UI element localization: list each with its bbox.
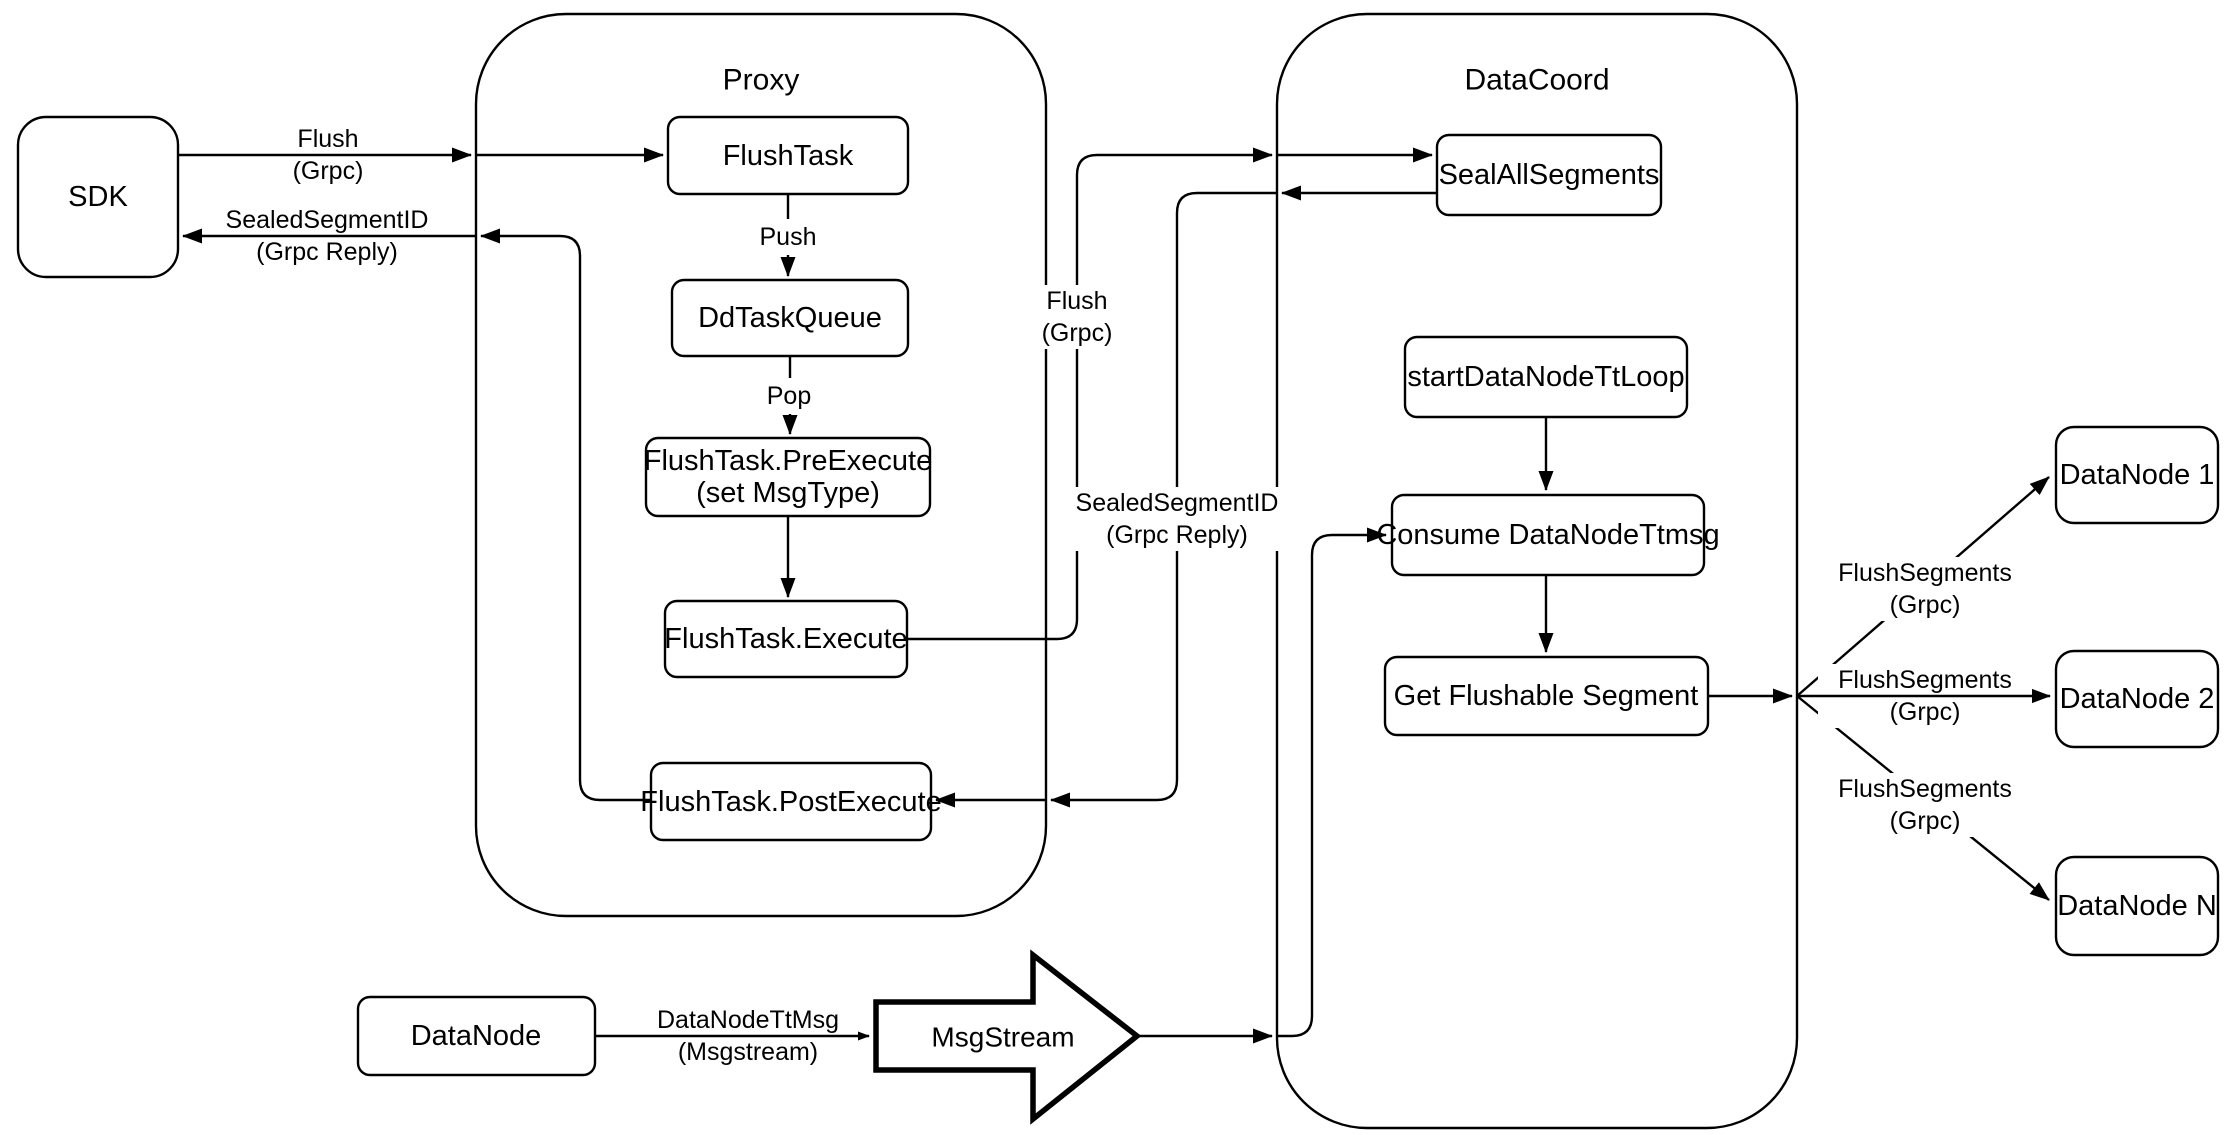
node-preexecute: FlushTask.PreExecute (set MsgType) xyxy=(644,436,933,518)
node-preexecute-box xyxy=(644,436,932,518)
node-getflushablesegment-box xyxy=(1383,655,1710,737)
label-bg-flush-grpc-mid xyxy=(1021,285,1133,349)
node-msgstream: MsgStream xyxy=(873,949,1142,1125)
datacoord-container: DataCoord xyxy=(1275,12,1799,1130)
node-startdatanodettloop-label: startDataNodeTtLoop xyxy=(1407,361,1684,393)
node-flushtask-label: FlushTask xyxy=(723,140,854,172)
node-postexecute-label: FlushTask.PostExecute xyxy=(640,786,941,818)
node-datanode2: DataNode 2 xyxy=(2054,649,2220,749)
node-ddtaskqueue-box xyxy=(670,278,910,358)
node-postexecute: FlushTask.PostExecute xyxy=(640,761,942,842)
node-msgstream-label: MsgStream xyxy=(931,1022,1074,1053)
datacoord-container-border xyxy=(1275,12,1799,1130)
node-datanode-bottom-box xyxy=(356,995,597,1077)
node-datanoden-label: DataNode N xyxy=(2057,890,2217,922)
node-datanode-bottom: DataNode xyxy=(356,995,597,1077)
edge-execute-to-datacoord-edge xyxy=(907,147,1273,641)
label-flushsegments-1-line1: FlushSegments xyxy=(1838,559,2012,587)
node-sdk-box xyxy=(16,115,180,279)
label-push: Push xyxy=(760,223,817,251)
label-datanodettmsg-line2: (Msgstream) xyxy=(678,1038,818,1066)
label-flush-grpc-mid-line2: (Grpc) xyxy=(1042,319,1113,347)
node-consumedatanodettmsg-label: Consume DataNodeTtmsg xyxy=(1376,519,1719,551)
node-postexecute-box xyxy=(649,761,933,842)
node-sdk: SDK xyxy=(16,115,180,279)
label-datanodettmsg-line1: DataNodeTtMsg xyxy=(657,1006,839,1034)
node-startdatanodettloop-box xyxy=(1403,335,1689,419)
node-flushtask-box xyxy=(666,115,910,196)
msgstream-arrow-shape xyxy=(873,949,1142,1125)
label-sealedsegmentid-sdk-line1: SealedSegmentID xyxy=(226,206,429,234)
node-execute: FlushTask.Execute xyxy=(663,599,909,679)
node-startdatanodettloop: startDataNodeTtLoop xyxy=(1403,335,1689,419)
node-sealallsegments: SealAllSegments xyxy=(1435,133,1663,217)
edge-label-line-passes xyxy=(202,153,2032,1038)
label-sealedsegmentid-mid-line1: SealedSegmentID xyxy=(1076,489,1279,517)
node-consumedatanodettmsg-box xyxy=(1390,493,1706,577)
node-datanoden-box xyxy=(2054,855,2220,957)
label-bg-sealedsegmentid-mid xyxy=(1052,487,1302,551)
proxy-container: Proxy xyxy=(474,12,1048,918)
node-datanode1-box xyxy=(2054,425,2220,525)
node-datanode1-label: DataNode 1 xyxy=(2060,459,2215,491)
label-sealedsegmentid-sdk-line2: (Grpc Reply) xyxy=(256,238,398,266)
node-sealallsegments-label: SealAllSegments xyxy=(1439,159,1660,191)
node-ddtaskqueue: DdTaskQueue xyxy=(670,278,910,358)
edge-datacoord-edge-to-consume xyxy=(1277,527,1387,1038)
node-datanoden: DataNode N xyxy=(2054,855,2220,957)
label-sealedsegmentid-mid-line2: (Grpc Reply) xyxy=(1106,521,1248,549)
label-pop: Pop xyxy=(767,382,811,410)
node-execute-box xyxy=(663,599,909,679)
label-flush-grpc-sdk-line2: (Grpc) xyxy=(293,157,364,185)
label-bg-pop xyxy=(756,378,822,414)
label-flushsegments-2-line2: (Grpc) xyxy=(1890,698,1961,726)
label-flushsegments-3-line1: FlushSegments xyxy=(1838,775,2012,803)
node-preexecute-label-line2: (set MsgType) xyxy=(696,477,880,509)
node-datanode-bottom-label: DataNode xyxy=(411,1020,542,1052)
label-bg-flushsegments-3 xyxy=(1818,773,2032,837)
node-getflushablesegment: Get Flushable Segment xyxy=(1383,655,1710,737)
node-consumedatanodettmsg: Consume DataNodeTtmsg xyxy=(1376,493,1720,577)
node-ddtaskqueue-label: DdTaskQueue xyxy=(698,302,882,334)
node-datanode2-box xyxy=(2054,649,2220,749)
node-preexecute-label-line1: FlushTask.PreExecute xyxy=(644,445,933,477)
datacoord-container-title: DataCoord xyxy=(1464,64,1609,97)
node-datanode1: DataNode 1 xyxy=(2054,425,2220,525)
node-sealallsegments-box xyxy=(1435,133,1663,217)
node-getflushablesegment-label: Get Flushable Segment xyxy=(1394,680,1699,712)
node-sdk-label: SDK xyxy=(68,181,128,213)
label-flushsegments-2-line1: FlushSegments xyxy=(1838,666,2012,694)
label-flushsegments-3-line2: (Grpc) xyxy=(1890,807,1961,835)
node-execute-label: FlushTask.Execute xyxy=(664,623,907,655)
proxy-container-title: Proxy xyxy=(723,64,800,97)
label-flush-grpc-mid-line1: Flush xyxy=(1046,287,1107,315)
edge-postexecute-to-proxy-edge xyxy=(480,228,651,802)
node-datanode2-label: DataNode 2 xyxy=(2060,683,2215,715)
label-flushsegments-1-line2: (Grpc) xyxy=(1890,591,1961,619)
label-bg-flushsegments-1 xyxy=(1818,557,2032,621)
label-bg-push xyxy=(752,219,824,255)
label-flush-grpc-sdk-line1: Flush xyxy=(297,125,358,153)
node-flushtask: FlushTask xyxy=(666,115,910,196)
proxy-container-border xyxy=(474,12,1048,918)
edge-labels: Flush (Grpc) SealedSegmentID (Grpc Reply… xyxy=(202,123,2032,1068)
